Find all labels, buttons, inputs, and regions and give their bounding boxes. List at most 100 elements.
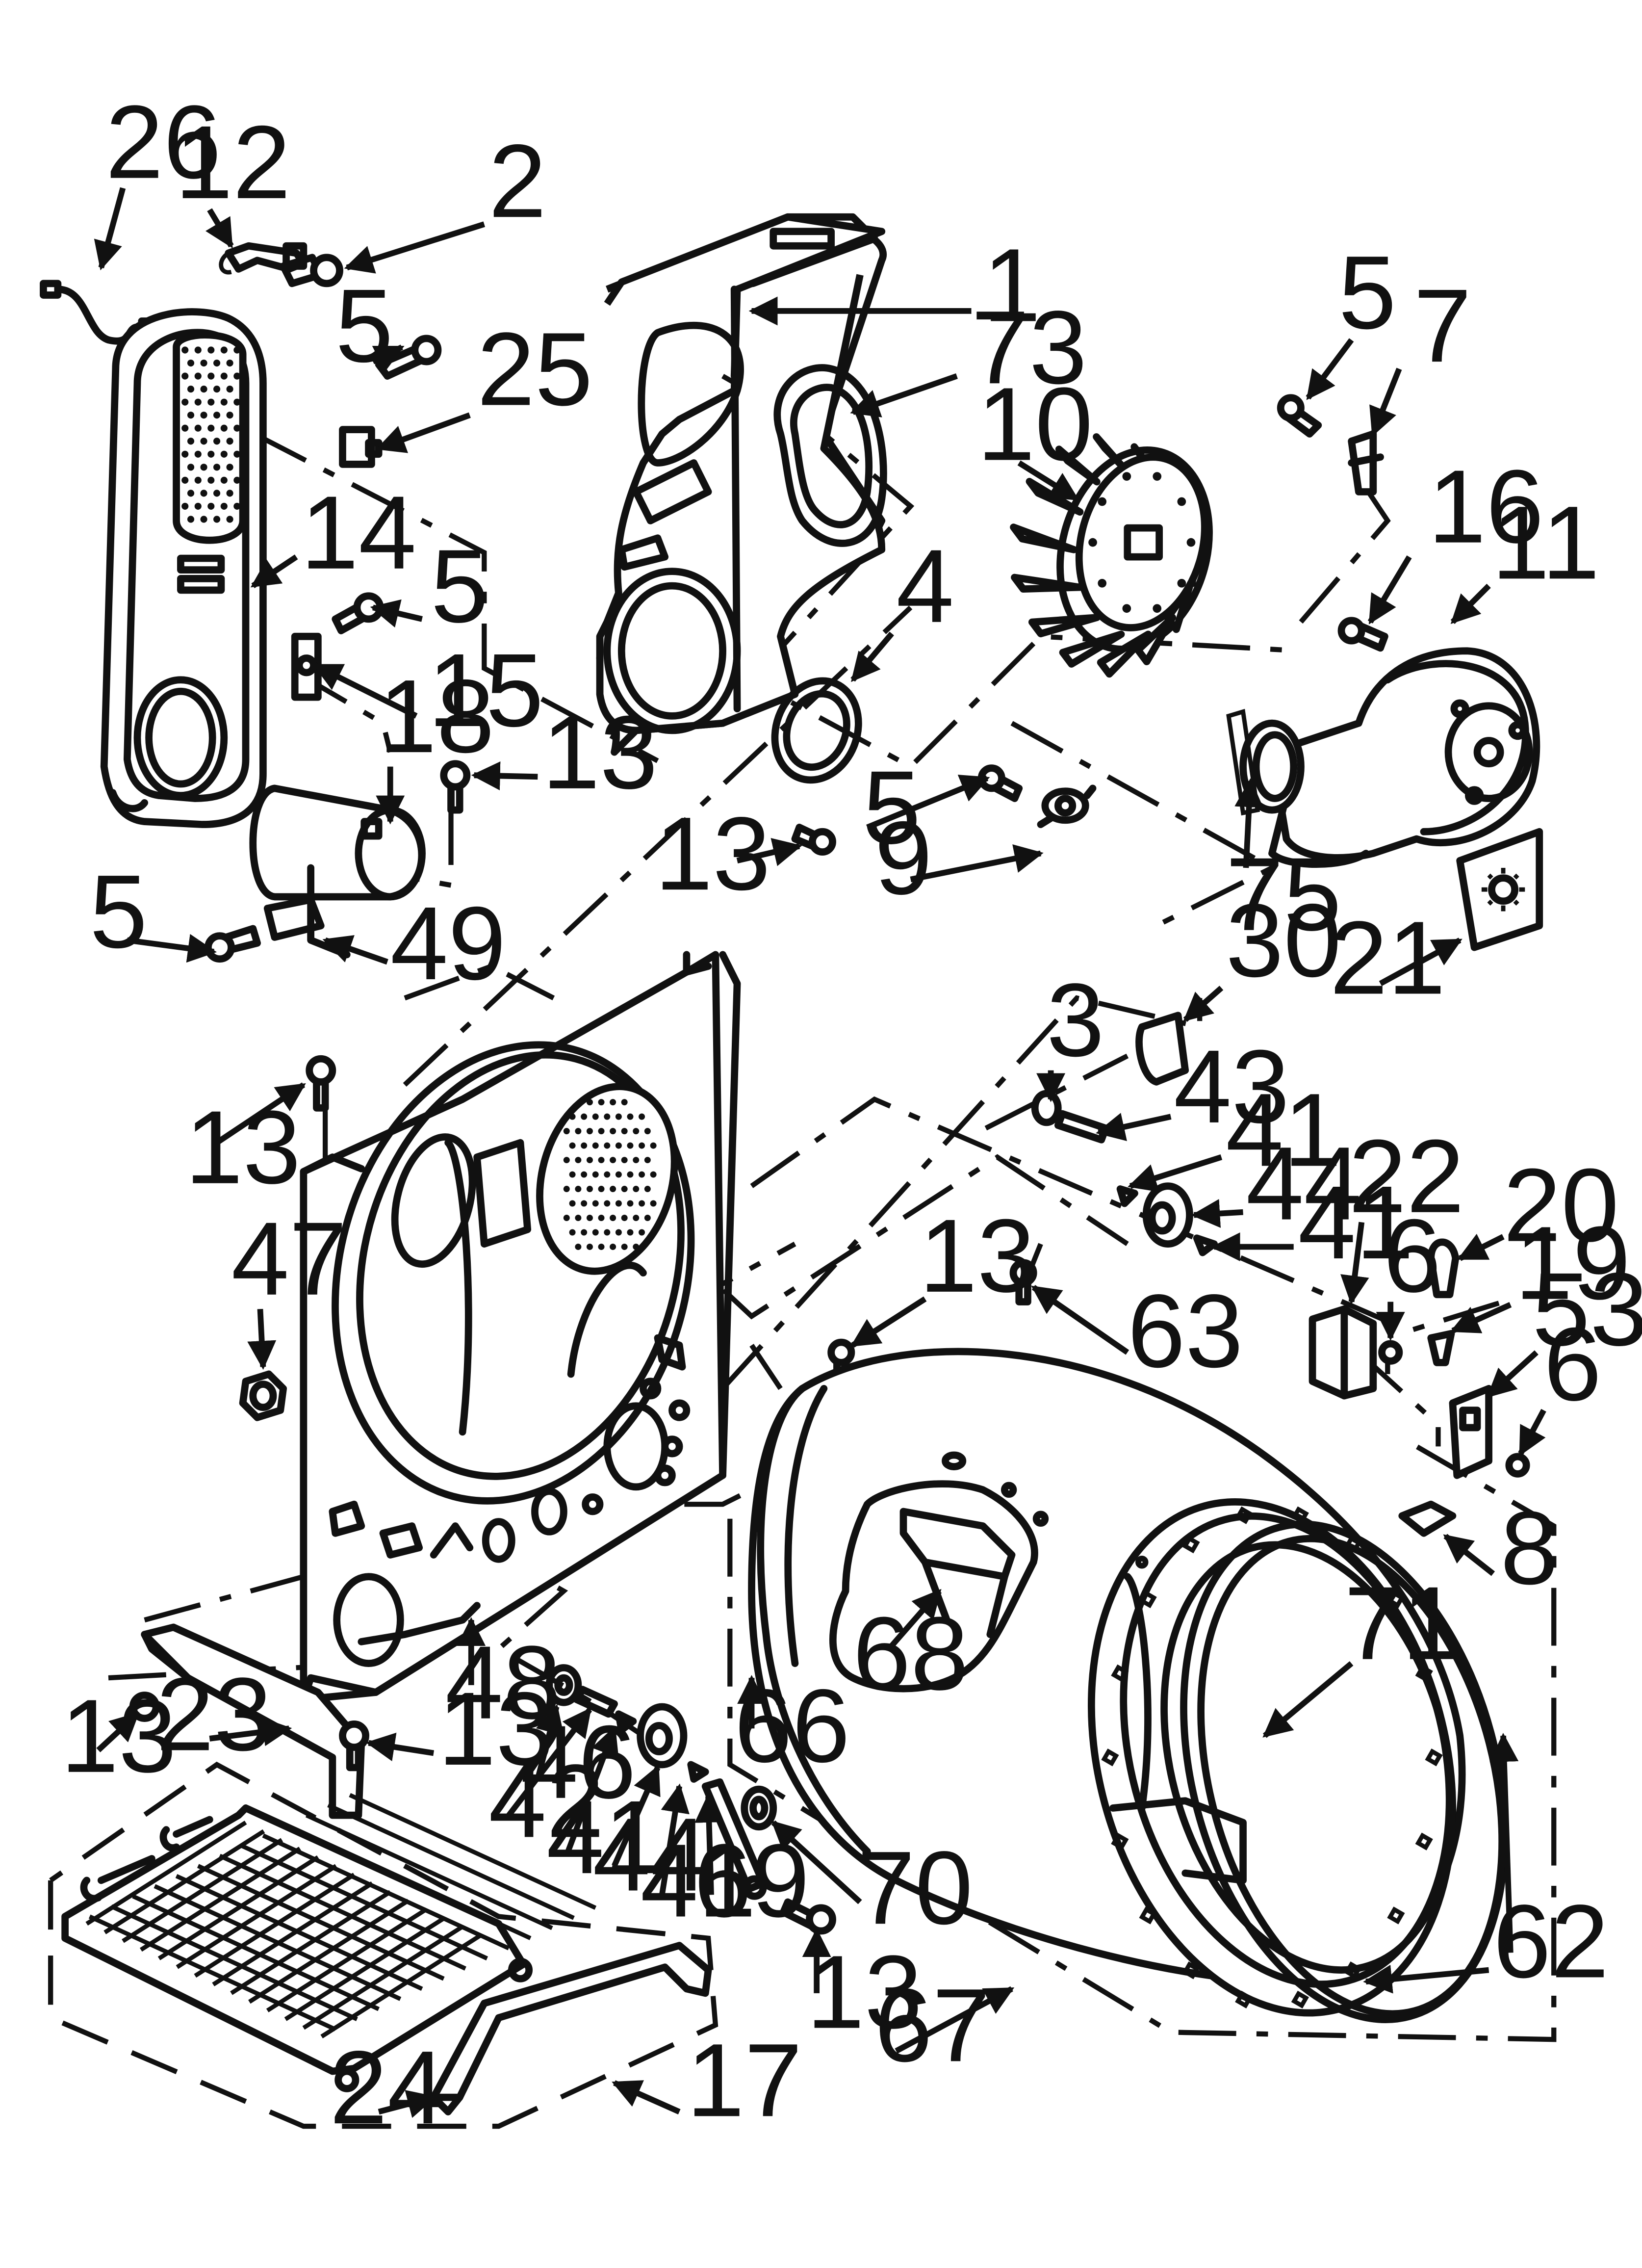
callout-5-e: 5 <box>90 853 148 969</box>
part-14-lint-duct <box>100 308 267 828</box>
part-5-screw-e <box>977 764 1023 802</box>
callout-24: 24 <box>330 2029 445 2145</box>
part-13-screw-c <box>306 1055 336 1112</box>
part-23-bracket <box>141 1623 365 1819</box>
callout-53: 53 <box>1532 1251 1642 1367</box>
part-3-washer <box>1031 1090 1062 1126</box>
callout-48: 48 <box>445 1624 561 1741</box>
part-17-support-bracket <box>430 1942 712 2115</box>
callout-25: 25 <box>477 311 593 427</box>
callout-11: 11 <box>1491 484 1599 600</box>
callout-20: 20 <box>1503 1147 1619 1263</box>
part-21-label <box>1456 828 1543 951</box>
callout-46: 46 <box>520 1704 636 1820</box>
part-19-socket <box>1427 1330 1455 1366</box>
part-13-screw-a <box>440 760 471 814</box>
callout-18: 18 <box>379 658 494 774</box>
callout-47: 47 <box>231 1200 347 1317</box>
part-41-clip-b <box>1193 1234 1218 1256</box>
part-9-thermostat <box>1037 784 1097 828</box>
callout-5-c: 5 <box>431 528 488 644</box>
callout-1: 1 <box>983 227 1041 343</box>
part-16-screw <box>1337 617 1388 652</box>
callout-10: 10 <box>977 366 1093 482</box>
callout-75: 75 <box>1226 836 1341 952</box>
part-6-screw-a <box>1378 1340 1403 1365</box>
callout-42: 42 <box>488 1743 604 1859</box>
callout-9: 9 <box>874 800 932 916</box>
part-73-blower-seal <box>773 364 887 547</box>
callout-49: 49 <box>390 885 506 1001</box>
callout-68: 68 <box>853 1595 969 1712</box>
callout-8: 8 <box>1500 1489 1558 1606</box>
callout-41-d: 41 <box>641 1823 756 1939</box>
part-1-rear-bulkhead <box>596 213 887 756</box>
callout-13-c: 13 <box>919 1198 1035 1314</box>
part-62-drum-seal <box>1180 1520 1509 2023</box>
callout-16: 16 <box>1428 448 1544 565</box>
callout-30: 30 <box>1226 882 1341 998</box>
callout-69: 69 <box>694 1823 810 1939</box>
part-20-lamp <box>1427 1238 1460 1299</box>
part-41-clip-d <box>687 1761 709 1783</box>
callout-23: 23 <box>156 1656 272 1772</box>
callout-13-e: 13 <box>61 1678 177 1794</box>
callout-66: 66 <box>734 1668 850 1784</box>
callout-67: 67 <box>874 1967 990 2083</box>
callout-15: 15 <box>428 632 543 748</box>
part-6-screw-b <box>1505 1453 1530 1478</box>
callout-22: 22 <box>1349 1118 1464 1234</box>
part-46-washer <box>545 1664 582 1706</box>
callout-6-a: 6 <box>1383 1198 1441 1314</box>
part-75-bearing <box>1226 708 1305 816</box>
callout-41-b: 41 <box>1298 1164 1414 1280</box>
part-43-shaft <box>1054 1110 1109 1144</box>
callout-71: 71 <box>1344 1565 1460 1681</box>
callout-labels: 26 12 2 1 73 5 25 5 7 10 14 16 11 5 4 15… <box>61 84 1642 2146</box>
callout-12: 12 <box>175 104 291 220</box>
part-5-screw-a <box>375 335 442 380</box>
part-5-screw-d <box>1277 394 1322 438</box>
callout-13-d: 13 <box>185 1089 301 1205</box>
callout-62: 62 <box>1493 1883 1609 1999</box>
part-10-blower-wheel <box>1010 433 1213 678</box>
callout-19: 19 <box>1515 1205 1631 1321</box>
part-25-bracket <box>339 426 383 468</box>
part-30-knob <box>1135 1012 1189 1086</box>
part-2-screw <box>280 254 343 287</box>
part-63-screw <box>1009 1259 1037 1305</box>
callout-17: 17 <box>687 2022 802 2138</box>
callout-41-c: 41 <box>546 1779 662 1895</box>
part-22-switch <box>1308 1305 1377 1400</box>
part-47-nut <box>239 1370 287 1421</box>
callout-7: 7 <box>1413 267 1471 384</box>
callout-3: 3 <box>1047 962 1104 1078</box>
part-44-roller-a <box>1142 1182 1193 1248</box>
callout-73: 73 <box>972 289 1087 405</box>
callout-5-d: 5 <box>863 749 921 865</box>
part-42-shaft <box>573 1686 618 1718</box>
callout-14: 14 <box>301 474 416 591</box>
part-4-seal <box>771 677 862 784</box>
leader-lines <box>94 187 1546 2118</box>
callout-5-a: 5 <box>335 267 393 384</box>
callout-44-a: 44 <box>1246 1125 1361 1241</box>
rear-panel-frame <box>300 951 741 1703</box>
callout-4: 4 <box>896 528 954 644</box>
part-5-screw-b <box>332 592 384 634</box>
part-12-thermistor <box>219 242 308 275</box>
part-7-clip <box>1348 430 1384 495</box>
callout-44-b: 44 <box>592 1796 708 1912</box>
callout-2: 2 <box>488 123 546 239</box>
part-41-clip-c <box>615 1710 637 1734</box>
callout-13-a: 13 <box>542 694 658 810</box>
callout-70: 70 <box>857 1829 973 1946</box>
part-18-thermal-fuse-duct <box>249 784 426 901</box>
part-5-screw-c <box>205 925 261 963</box>
part-13-screw-f <box>339 1721 370 1772</box>
callout-13-f: 13 <box>438 1670 554 1787</box>
callout-5-b: 5 <box>1338 234 1396 350</box>
lint-screen-holes <box>181 346 241 523</box>
part-41-clip-a <box>1116 1185 1138 1207</box>
